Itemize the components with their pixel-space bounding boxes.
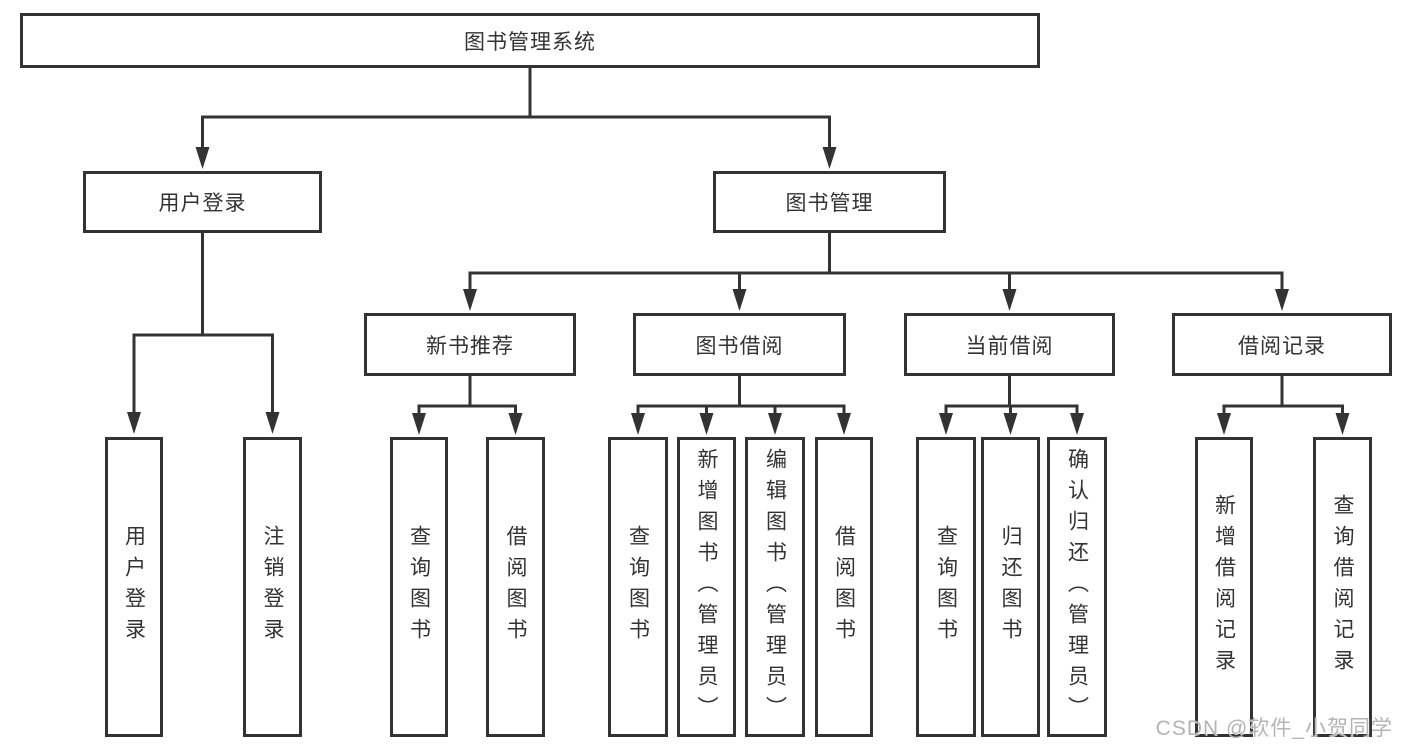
arrow-down-icon [1217, 413, 1231, 435]
leaf-recommend-query-books: 查询图书 [390, 437, 448, 737]
arrow-down-icon [195, 147, 210, 169]
node-book-management: 图书管理 [713, 171, 946, 233]
leaf-current-query-books: 查询图书 [916, 437, 976, 737]
leaf-confirm-return-admin: 确认归还（管理员） [1047, 437, 1107, 737]
connector-book-management-to-level2 [468, 231, 1284, 302]
leaf-add-borrow-record: 新增借阅记录 [1195, 437, 1253, 737]
arrow-down-icon [1275, 289, 1289, 311]
node-new-book-recommend: 新书推荐 [364, 313, 576, 376]
arrow-down-icon [1002, 289, 1017, 311]
leaf-logout-login: 注销登录 [243, 437, 302, 737]
arrow-down-icon [265, 412, 280, 434]
connector-recommend-group [417, 374, 517, 426]
node-book-borrow: 图书借阅 [633, 313, 846, 376]
arrow-down-icon [1003, 413, 1018, 435]
leaf-edit-books-admin: 编辑图书（管理员） [745, 437, 805, 737]
leaf-user-login: 用户登录 [105, 437, 163, 737]
arrow-down-icon [822, 147, 837, 169]
leaf-return-books: 归还图书 [981, 437, 1040, 737]
node-borrow-records: 借阅记录 [1172, 313, 1392, 376]
watermark: CSDN @软件_小贺同学 [1155, 717, 1393, 740]
arrow-down-icon [508, 413, 523, 435]
leaf-borrow-query-books: 查询图书 [608, 437, 668, 737]
arrow-down-icon [1335, 413, 1350, 435]
leaf-add-books-admin: 新增图书（管理员） [677, 437, 736, 737]
connector-lines [132, 64, 1344, 426]
arrow-down-icon [127, 412, 141, 434]
node-current-borrow: 当前借阅 [904, 313, 1115, 376]
arrow-down-icon [837, 413, 851, 435]
connector-borrow-group [636, 374, 846, 426]
arrow-down-icon [631, 413, 645, 435]
arrow-down-icon [732, 289, 747, 311]
arrow-down-icon [699, 413, 714, 435]
connector-records-group [1222, 374, 1344, 426]
leaf-query-borrow-record: 查询借阅记录 [1313, 437, 1372, 737]
leaf-recommend-borrow-books: 借阅图书 [486, 437, 545, 737]
leaf-borrow-books: 借阅图书 [815, 437, 873, 737]
arrowheads [127, 147, 1350, 435]
node-user-login: 用户登录 [83, 171, 322, 233]
node-library-management-system: 图书管理系统 [20, 13, 1040, 68]
arrow-down-icon [1070, 413, 1084, 435]
arrow-down-icon [412, 413, 426, 435]
arrow-down-icon [939, 413, 953, 435]
connector-user-login-group [132, 231, 274, 425]
arrow-down-icon [768, 413, 782, 435]
connector-root-to-level1 [201, 64, 831, 160]
arrow-down-icon [463, 289, 477, 311]
